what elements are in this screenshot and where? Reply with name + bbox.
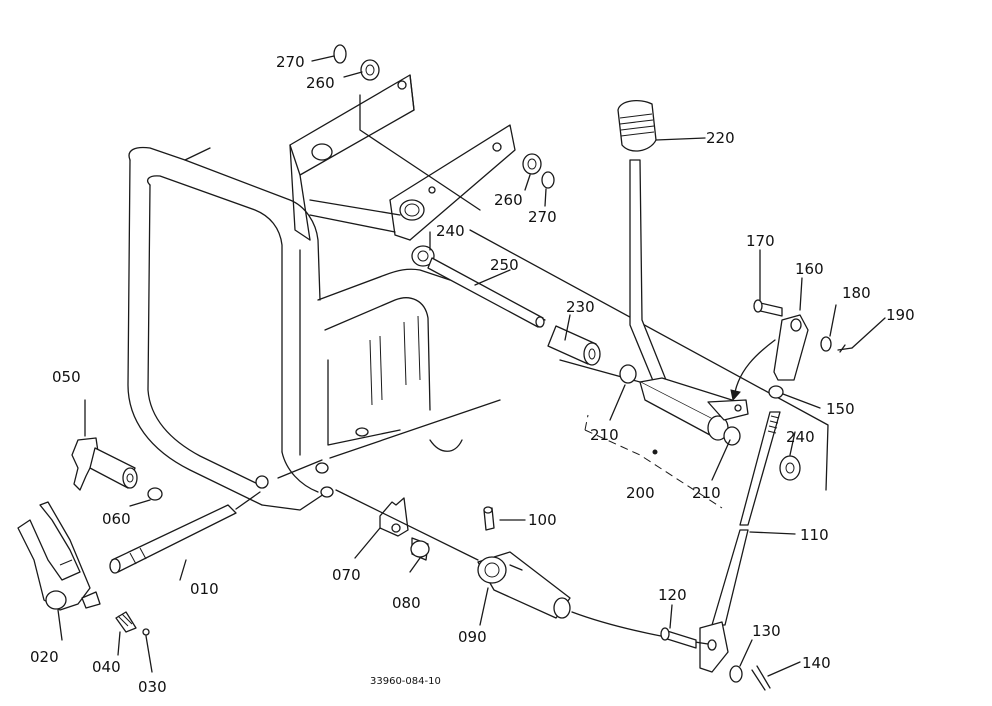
pin-120 <box>660 604 801 691</box>
part-label: 210 <box>692 484 721 502</box>
part-label: 110 <box>800 526 829 544</box>
part-label: 160 <box>795 260 824 278</box>
washer-clip-top <box>311 44 555 207</box>
part-label: 250 <box>490 256 519 274</box>
part-label: 260 <box>306 74 335 92</box>
part-label: 220 <box>706 129 735 147</box>
part-label: 140 <box>802 654 831 672</box>
part-label: 170 <box>746 232 775 250</box>
part-label: 270 <box>276 53 305 71</box>
part-label: 090 <box>458 628 487 646</box>
part-label: 070 <box>332 566 361 584</box>
fork-rod-010 <box>109 459 323 581</box>
bracket-070 <box>354 497 430 573</box>
shaft-250 <box>411 245 545 328</box>
part-label: 030 <box>138 678 167 696</box>
sleeve-090 <box>335 489 571 626</box>
part-label: 010 <box>190 580 219 598</box>
part-label: 180 <box>842 284 871 302</box>
clevis-160 <box>730 249 886 402</box>
part-label: 200 <box>626 484 655 502</box>
upper-bracket <box>289 74 516 241</box>
part-label: 040 <box>92 658 121 676</box>
part-label: 060 <box>102 510 131 528</box>
part-label: 130 <box>752 622 781 640</box>
arm-050 <box>71 399 163 507</box>
transmission-housing <box>127 146 501 511</box>
part-label: 020 <box>30 648 59 666</box>
part-label: 210 <box>590 426 619 444</box>
shift-fork-020 <box>17 501 153 673</box>
part-label: 120 <box>658 586 687 604</box>
part-label: 190 <box>886 306 915 324</box>
rod-110 <box>571 385 821 673</box>
part-label: 240 <box>786 428 815 446</box>
part-label: 270 <box>528 208 557 226</box>
bushing-230 <box>547 325 601 366</box>
part-label: 240 <box>436 222 465 240</box>
part-label: 080 <box>392 594 421 612</box>
part-labels: 270 260 260 270 240 250 230 220 170 160 … <box>30 53 915 696</box>
drawing-number: 33960-084-10 <box>370 676 441 687</box>
leader-lines <box>429 137 796 481</box>
part-label: 230 <box>566 298 595 316</box>
part-label: 150 <box>826 400 855 418</box>
part-label: 260 <box>494 191 523 209</box>
part-label: 050 <box>52 368 81 386</box>
shift-lever-200 <box>617 99 749 455</box>
part-label: 100 <box>528 511 557 529</box>
